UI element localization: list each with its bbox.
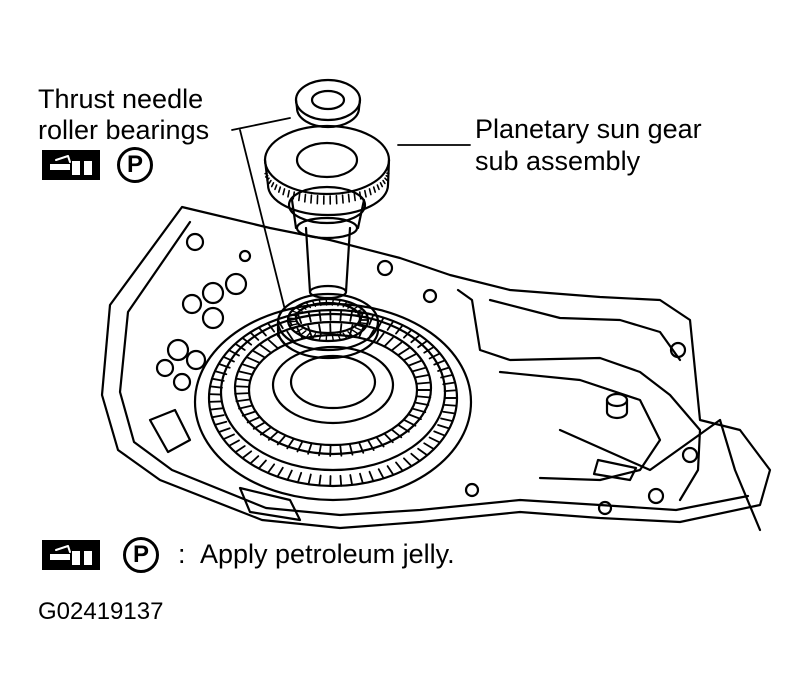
- transmission-case: [100, 205, 772, 532]
- thrust-bearing-label-line2: roller bearings: [38, 115, 210, 145]
- planetary-sun-gear: [263, 78, 391, 300]
- petroleum-jelly-icon: P: [117, 147, 153, 183]
- sun-gear-label-line2: sub assembly: [475, 146, 641, 176]
- legend-colon: :: [178, 539, 186, 569]
- sun-gear-label-line1: Planetary sun gear: [475, 114, 702, 144]
- petroleum-jelly-icon: P: [123, 537, 159, 573]
- leader-lines: [231, 117, 471, 311]
- ring-gear-assembly: [193, 302, 473, 502]
- figure-id: G02419137: [38, 598, 164, 625]
- thrust-bearing-label-line1: Thrust needle: [38, 84, 204, 114]
- tool-icon: [42, 540, 100, 570]
- lower-thrust-bearing: [276, 292, 380, 360]
- legend-text: Apply petroleum jelly.: [200, 539, 455, 569]
- tool-icon: [42, 150, 100, 180]
